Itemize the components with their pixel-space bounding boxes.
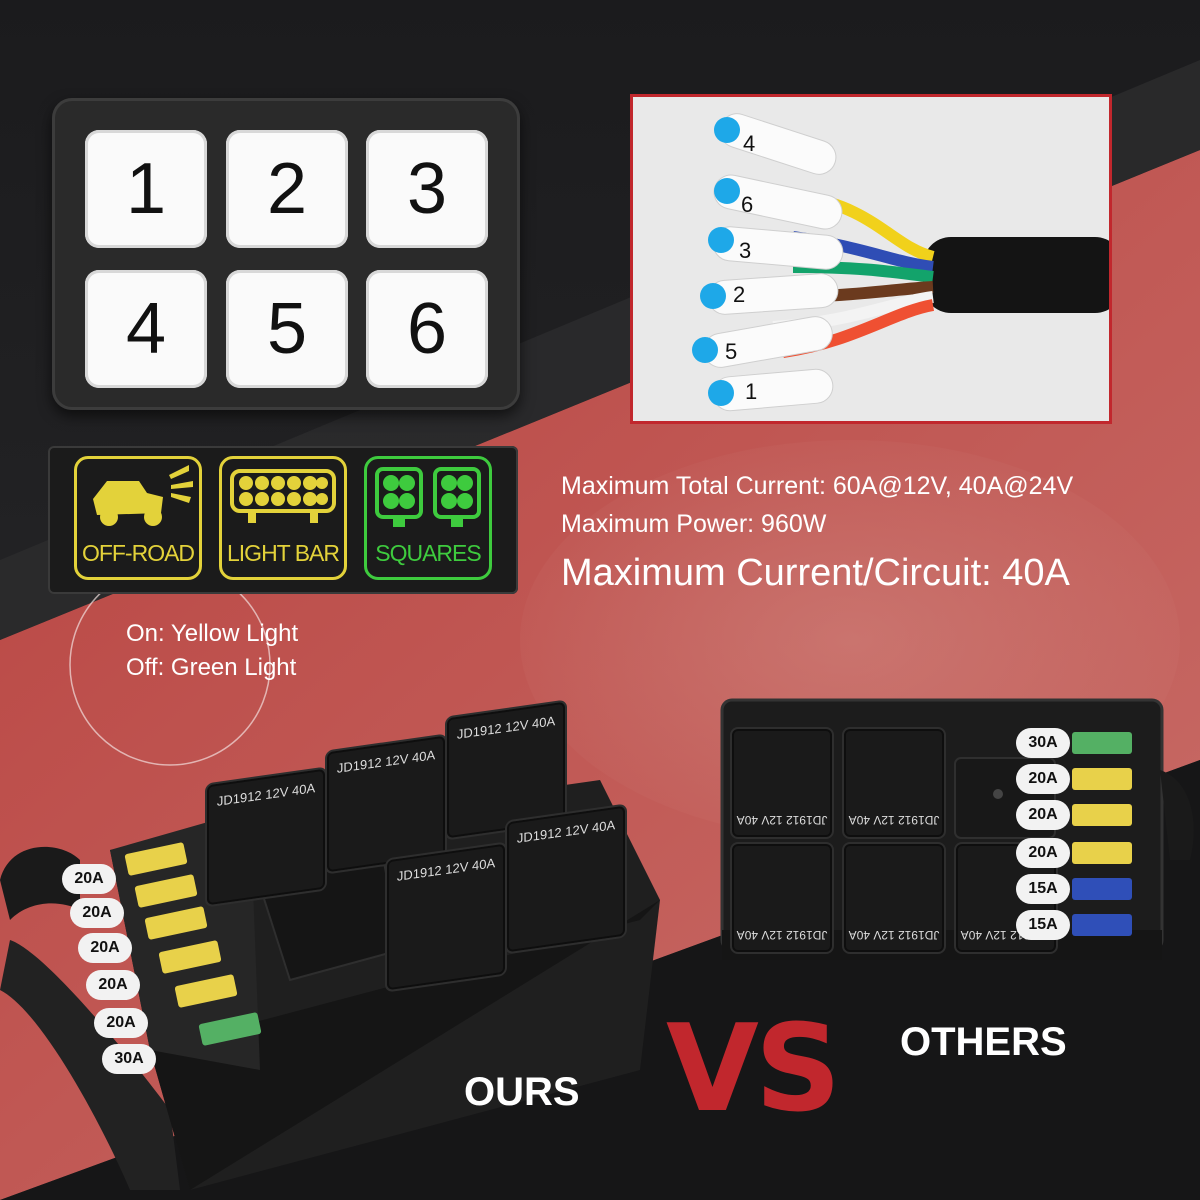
ours-relay: JD1912 12V 40A <box>505 803 627 955</box>
relay-label: JD1912 12V 40A <box>848 928 940 942</box>
light-bar-icon <box>230 469 336 523</box>
others-fuse <box>1072 768 1132 790</box>
ours-fuse-label: 20A <box>70 898 124 928</box>
sticker-squares: SQUARES <box>364 456 492 580</box>
sticker-light-bar: LIGHT BAR <box>219 456 347 580</box>
switch-key-2[interactable]: 2 <box>226 130 348 248</box>
others-relay: JD1912 12V 40A <box>842 842 946 954</box>
relay-label: JD1912 12V 40A <box>736 813 828 827</box>
ours-fuse-label: 30A <box>102 1044 156 1074</box>
switch-panel: 1 2 3 4 5 6 <box>52 98 520 410</box>
note-off-green: Off: Green Light <box>126 654 297 681</box>
wire-tag-3: 3 <box>739 238 751 263</box>
others-fuse-label: 15A <box>1016 874 1070 904</box>
ours-relay: JD1912 12V 40A <box>205 766 327 908</box>
others-title: OTHERS <box>900 1020 1067 1064</box>
relay-label: JD1912 12V 40A <box>456 713 556 742</box>
switch-key-1[interactable]: 1 <box>85 130 207 248</box>
wire-tag-6: 6 <box>741 192 753 217</box>
ours-fuse-label: 20A <box>78 933 132 963</box>
relay-label: JD1912 12V 40A <box>848 813 940 827</box>
others-fuse <box>1072 842 1132 864</box>
switch-key-5[interactable]: 5 <box>226 270 348 388</box>
note-on-yellow: On: Yellow Light <box>126 620 299 647</box>
others-fuse <box>1072 914 1132 936</box>
switch-label-stickers: OFF-ROAD LIGHT BAR SQUARES <box>48 446 518 594</box>
square-lights-icon <box>375 467 481 527</box>
ours-title: OURS <box>464 1070 580 1114</box>
sticker-off-road: OFF-ROAD <box>74 456 202 580</box>
others-relay: JD1912 12V 40A <box>730 842 834 954</box>
off-road-jeep-icon <box>93 465 193 526</box>
switch-key-4[interactable]: 4 <box>85 270 207 388</box>
ours-fuse-label: 20A <box>62 864 116 894</box>
wire-tag-5: 5 <box>725 339 737 364</box>
others-fuse <box>1072 804 1132 826</box>
others-fuse <box>1072 878 1132 900</box>
switch-key-3[interactable]: 3 <box>366 130 488 248</box>
relay-label: JD1912 12V 40A <box>396 855 496 884</box>
others-relay: JD1912 12V 40A <box>842 727 946 839</box>
relay-label: JD1912 12V 40A <box>516 817 616 846</box>
sticker-label: LIGHT BAR <box>227 540 340 566</box>
ours-fuse-label: 20A <box>94 1008 148 1038</box>
others-fuse <box>1072 732 1132 754</box>
ours-relay: JD1912 12V 40A <box>385 841 507 993</box>
sticker-label: OFF-ROAD <box>81 540 195 566</box>
relay-label: JD1912 12V 40A <box>336 747 436 776</box>
wire-tag-2: 2 <box>733 282 745 307</box>
spec-max-current-circuit: Maximum Current/Circuit: 40A <box>561 552 1070 594</box>
others-fuse-label: 20A <box>1016 764 1070 794</box>
others-fuse-label: 30A <box>1016 728 1070 758</box>
wire-tag-1: 1 <box>745 379 757 404</box>
switch-key-6[interactable]: 6 <box>366 270 488 388</box>
others-fuse-label: 20A <box>1016 800 1070 830</box>
wiring-harness-illustration: 4 6 3 2 5 1 <box>692 113 1109 412</box>
wiring-harness-photo: 4 6 3 2 5 1 <box>630 94 1112 424</box>
ours-fuse-label: 20A <box>86 970 140 1000</box>
wire-tag-4: 4 <box>743 131 755 156</box>
relay-label: JD1912 12V 40A <box>736 928 828 942</box>
spec-max-power: Maximum Power: 960W <box>561 510 827 538</box>
others-relay: JD1912 12V 40A <box>730 727 834 839</box>
sticker-label: SQUARES <box>375 540 481 566</box>
vs-label: VS <box>666 1000 841 1139</box>
others-fuse-label: 15A <box>1016 910 1070 940</box>
others-fuse-label: 20A <box>1016 838 1070 868</box>
relay-label: JD1912 12V 40A <box>216 780 316 809</box>
spec-total-current: Maximum Total Current: 60A@12V, 40A@24V <box>561 472 1074 500</box>
